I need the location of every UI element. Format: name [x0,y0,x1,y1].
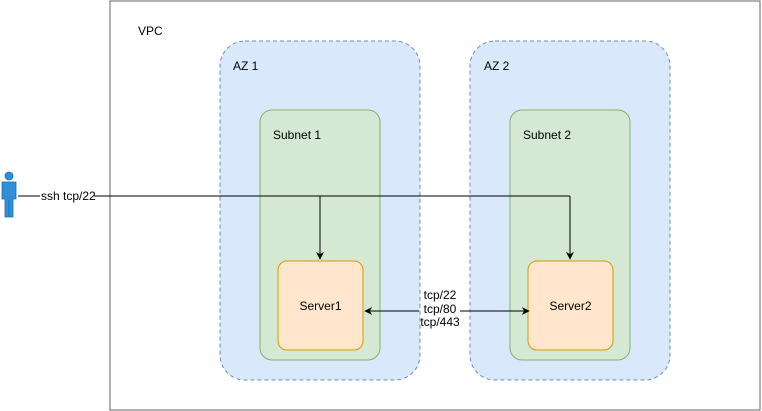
server-1-box [277,260,364,351]
server-link-label-2: tcp/80 [424,302,457,316]
server-2-label: Server2 [549,299,591,313]
server-link-label-3: tcp/443 [420,315,460,329]
ssh-connection[interactable]: ssh tcp/22 [18,189,574,260]
server-1-label: Server1 [299,299,341,313]
server-link[interactable]: tcp/22 tcp/80 tcp/443 [364,288,530,329]
user-icon-body [1,181,17,218]
vpc-label: VPC [138,24,163,38]
subnet-2-label: Subnet 2 [523,128,571,142]
user-icon-head [4,171,14,181]
user-icon[interactable] [1,171,17,218]
server-1-node[interactable]: Server1 [277,260,364,351]
az-1-label: AZ 1 [233,59,259,73]
server-link-label-1: tcp/22 [424,288,457,302]
server-2-box [527,260,614,351]
az-2-label: AZ 2 [484,59,510,73]
server-2-node[interactable]: Server2 [527,260,614,351]
subnet-1-label: Subnet 1 [273,128,321,142]
ssh-edge-label: ssh tcp/22 [41,189,96,203]
